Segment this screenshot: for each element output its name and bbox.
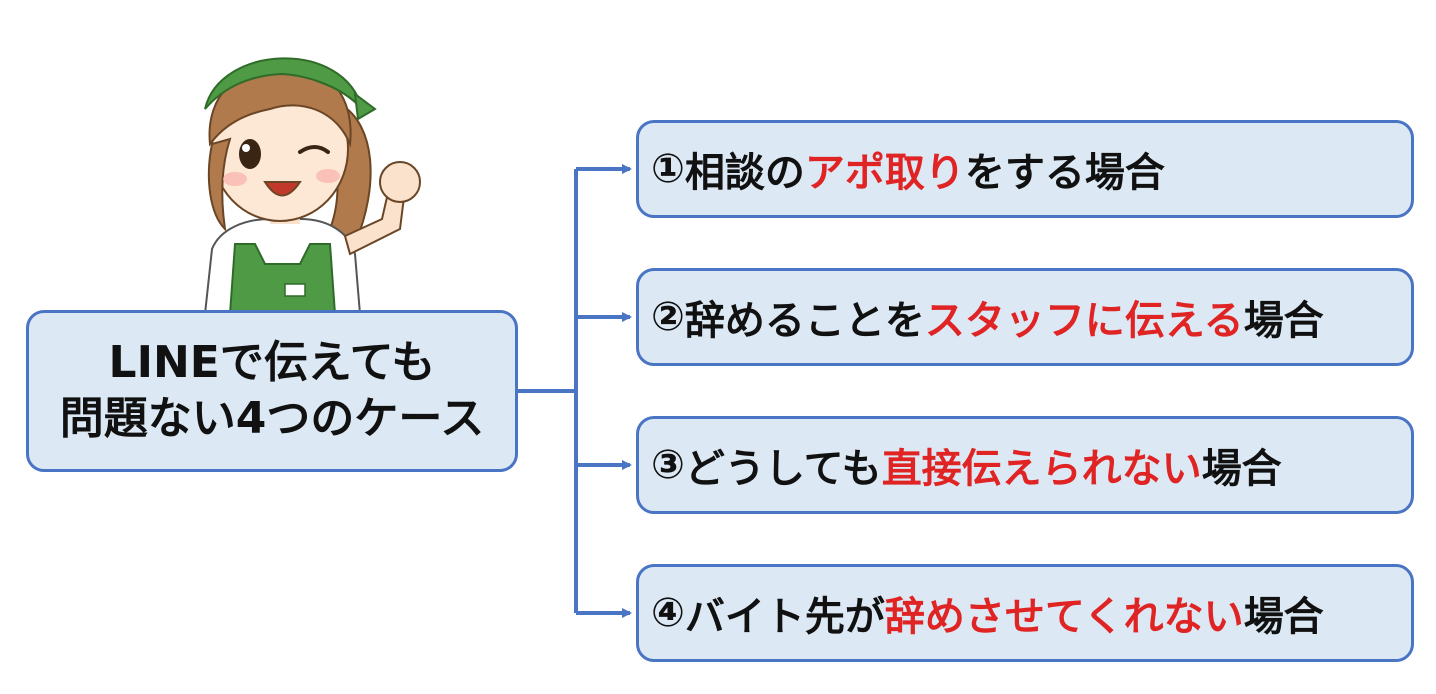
case-number: ② (651, 294, 685, 340)
root-title-line-1: LINEで伝えても (108, 337, 436, 388)
case-text-suffix: 場合 (1243, 298, 1324, 344)
case-number: ① (651, 146, 685, 192)
root-topic-box: LINEで伝えても 問題ない4つのケース (26, 310, 518, 472)
case-highlight: 直接伝えられない (881, 446, 1202, 492)
case-highlight: アポ取り (804, 150, 965, 196)
case-text: バイト先が (684, 594, 885, 640)
case-text: 辞めることを (684, 298, 925, 344)
case-text: どうしても (684, 446, 882, 492)
root-title-line-2: 問題ない4つのケース (59, 393, 485, 444)
case-text-suffix: 場合 (1243, 594, 1324, 640)
store-staff-mascot-icon (203, 57, 421, 314)
case-highlight: 辞めさせてくれない (884, 594, 1244, 640)
case-number: ④ (651, 590, 685, 636)
case-text-suffix: 場合 (1201, 446, 1282, 492)
case-highlight: スタッフに伝える (924, 298, 1244, 344)
case-number: ③ (651, 442, 685, 488)
case-text-suffix: をする場合 (964, 150, 1165, 196)
case-text: 相談の (684, 150, 805, 196)
